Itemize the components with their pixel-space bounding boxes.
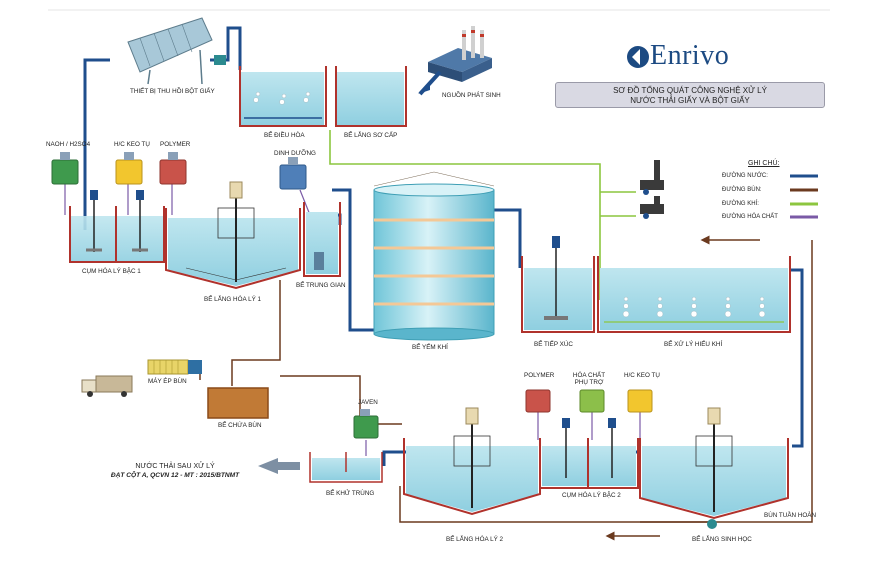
truck-icon: [81, 375, 133, 397]
sludge-line: [160, 235, 813, 541]
chemical-drum-naoh: [51, 152, 79, 185]
chemical-drum-coagulant-2: [627, 389, 653, 413]
label-polymer-2: POLYMER: [524, 372, 555, 379]
chemical-drum-polymer-2: [525, 389, 551, 413]
label-primary-settling: BỂ LẮNG SƠ CẤP: [344, 132, 398, 139]
chemical-drum-coagulant: [115, 152, 143, 185]
label-return-sludge: BÙN TUẦN HOÀN: [764, 512, 817, 519]
brand-logo: Enrivo: [626, 40, 766, 74]
factory-icon: [418, 26, 492, 96]
fiber-recovery-unit: [127, 17, 226, 85]
label-aux-chem: HÓA CHẤT PHỤ TRỢ: [572, 372, 606, 386]
anaerobic-reactor: [373, 171, 495, 341]
label-coagulant: H/C KEO TỤ: [114, 141, 150, 148]
title-line-1: SƠ ĐỒ TỔNG QUÁT CÔNG NGHỆ XỬ LÝ: [613, 86, 767, 95]
legend-label-water: ĐƯỜNG NƯỚC:: [722, 173, 768, 179]
label-filter-press: MÁY ÉP BÙN: [148, 378, 187, 385]
label-polymer: POLYMER: [160, 141, 191, 148]
enrivo-logo-icon: [627, 46, 649, 68]
contact-tank: [521, 236, 595, 333]
label-physchem-settling-1: BỂ LẮNG HÓA LÝ 1: [204, 296, 262, 303]
title-line-2: NƯỚC THẢI GIẤY VÀ BỘT GIẤY: [630, 96, 750, 105]
coag-cluster-1: [69, 190, 165, 263]
label-javen: JAVEN: [358, 399, 378, 406]
chemical-drum-aux: [579, 389, 605, 413]
label-physchem-settling-2: BỂ LẮNG HÓA LÝ 2: [446, 536, 504, 543]
label-contact: BỂ TIẾP XÚC: [534, 341, 573, 348]
intermediate-tank: [303, 202, 341, 277]
label-coag-cluster-2: CỤM HÓA LÝ BẬC 2: [562, 492, 621, 499]
label-nutrient: DINH DƯỠNG: [274, 150, 316, 157]
label-disinfection: BỂ KHỬ TRÙNG: [326, 490, 375, 497]
legend-label-chemical: ĐƯỜNG HÓA CHẤT: [722, 214, 778, 220]
effluent-title: NƯỚC THẢI SAU XỬ LÝ: [135, 463, 215, 470]
filter-press: [147, 359, 202, 375]
disinfection-tank: [309, 452, 383, 483]
label-coagulant-2: H/C KEO TỤ: [624, 372, 660, 379]
label-equalization: BỂ ĐIỀU HÒA: [264, 132, 305, 139]
physchem-settling-tank-1: [165, 181, 301, 290]
label-intermediate: BỂ TRUNG GIAN: [296, 282, 346, 289]
effluent-standard: ĐẠT CỘT A, QCVN 12 - MT : 2015/BTNMT: [110, 472, 240, 479]
label-source: NGUỒN PHÁT SINH: [442, 92, 501, 99]
air-line: [329, 130, 636, 300]
legend-label-sludge: ĐƯỜNG BÙN:: [722, 187, 762, 193]
legend-title: GHI CHÚ:: [748, 160, 780, 167]
label-bio-settling: BỂ LẮNG SINH HỌC: [692, 536, 752, 543]
sludge-tank: [207, 387, 269, 419]
output-arrow-icon: [258, 458, 300, 474]
aerobic-tank: [597, 256, 791, 333]
physchem-settling-tank-2: [403, 407, 541, 516]
chemical-drum-polymer: [159, 152, 187, 185]
brand-name: Enrivo: [650, 40, 730, 71]
label-aerobic: BỂ XỬ LÝ HIẾU KHÍ: [664, 341, 723, 348]
chemical-drum-nutrient: [279, 157, 307, 190]
legend-swatches: [790, 174, 818, 219]
chemical-line: [64, 184, 641, 456]
bio-settling-tank: [639, 407, 789, 529]
coag-cluster-2: [539, 418, 639, 489]
treated-effluent-note: NƯỚC THẢI SAU XỬ LÝ ĐẠT CỘT A, QCVN 12 -…: [90, 462, 260, 480]
chemical-drum-javen: [353, 409, 379, 439]
label-naoh: NAOH / H2SO4: [46, 141, 91, 148]
air-blower-icon: [640, 160, 664, 219]
label-sludge-tank: BỂ CHỨA BÙN: [218, 422, 262, 429]
primary-settling-tank: [335, 66, 407, 127]
label-fiber-recovery: THIẾT BỊ THU HỒI BỘT GIẤY: [130, 88, 215, 95]
legend-label-air: ĐƯỜNG KHÍ:: [722, 201, 759, 207]
equalization-tank: [239, 66, 327, 127]
label-coag-cluster-1: CỤM HÓA LÝ BẬC 1: [82, 268, 141, 275]
diagram-title: SƠ ĐỒ TỔNG QUÁT CÔNG NGHỆ XỬ LÝ NƯỚC THẢ…: [555, 82, 825, 108]
label-anaerobic: BỂ YẾM KHÍ: [412, 344, 448, 351]
